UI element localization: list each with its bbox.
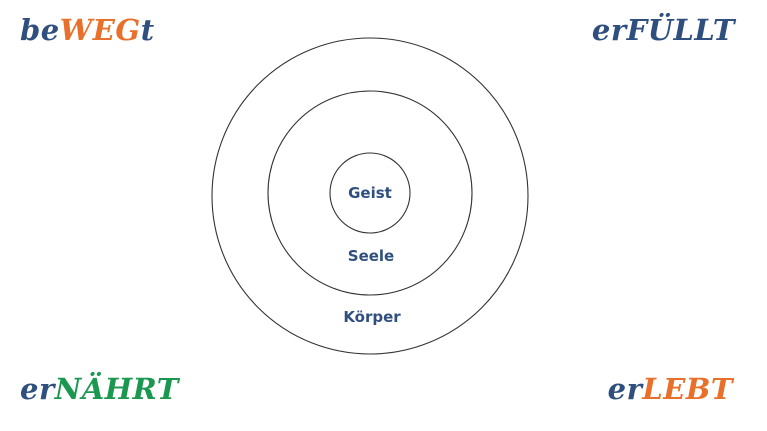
label-seele: Seele [348,247,394,265]
corner-word-bewegt-suffix: t [140,13,155,47]
corner-word-erfuellt-prefix: er [591,13,627,47]
corner-word-bewegt: beWEGt [20,16,155,45]
outer-ring [211,37,529,355]
label-koerper: Körper [343,308,401,326]
corner-word-erfuellt: erFÜLLT [592,16,735,45]
corner-word-bewegt-prefix: be [20,13,60,47]
corner-word-erfuellt-stem: FÜLLT [626,13,735,47]
corner-word-erlebt-stem: LEBT [642,372,733,406]
corner-word-ernaehrt-stem: NÄHRT [54,372,179,406]
inner-ring [329,152,411,234]
corner-word-ernaehrt-prefix: er [20,372,55,406]
corner-word-erlebt: erLEBT [608,375,733,404]
label-geist: Geist [348,184,392,202]
corner-word-bewegt-stem: WEG [59,13,141,47]
corner-word-ernaehrt: erNÄHRT [20,375,179,404]
corner-word-erlebt-prefix: er [607,372,643,406]
middle-ring [267,90,473,296]
